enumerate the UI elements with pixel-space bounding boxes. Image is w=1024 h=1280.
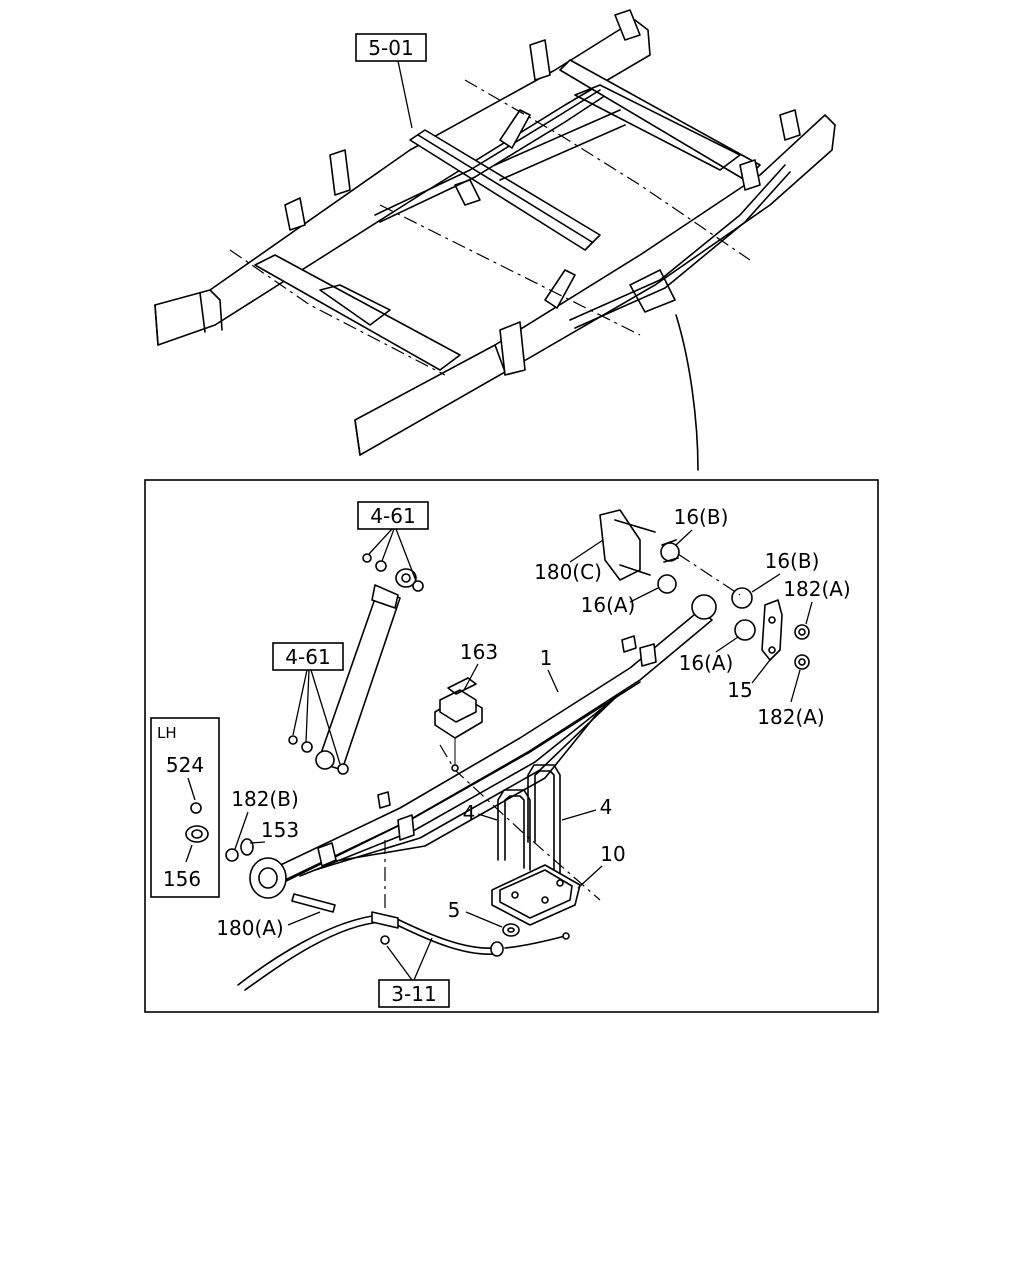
label-4-left: 4 — [463, 801, 476, 825]
brake-pipe — [237, 840, 570, 991]
lh-inset-title: LH — [157, 724, 177, 742]
bump-stopper — [434, 677, 483, 772]
label-16b-upper: 16(B) — [674, 505, 729, 529]
label-524: 524 — [166, 753, 204, 777]
label-10: 10 — [600, 842, 625, 866]
shock-absorber — [288, 553, 424, 775]
u-bolts — [497, 764, 561, 881]
callout-shock-lower: 4-61 — [272, 642, 344, 765]
label-16a-lower: 16(A) — [679, 651, 734, 675]
label-153: 153 — [261, 818, 299, 842]
callout-brake-ref: 3-11 — [378, 937, 450, 1008]
label-182a-upper: 182(A) — [783, 577, 850, 601]
detail-leader-arrow — [675, 314, 699, 471]
label-16b-lower: 16(B) — [765, 549, 820, 573]
detail-frame — [144, 479, 879, 1013]
label-5: 5 — [448, 898, 461, 922]
label-156: 156 — [163, 867, 201, 891]
label-180c: 180(C) — [534, 560, 602, 584]
callout-shock-upper: 4-61 — [357, 501, 429, 582]
callout-shock-lower-text: 4-61 — [285, 645, 330, 669]
label-182a-lower: 182(A) — [757, 705, 824, 729]
lh-inset: LH 524 156 — [150, 717, 220, 898]
spring-seat-plate — [491, 864, 581, 926]
chassis-frame-drawing — [154, 9, 836, 456]
part-labels: 1 163 16(B) 180(C) 16(B) 182(A) 16(A) 16… — [216, 505, 850, 940]
callout-frame-ref-text: 5-01 — [368, 36, 413, 60]
label-16a-upper: 16(A) — [581, 593, 636, 617]
callout-frame-ref: 5-01 — [355, 33, 427, 129]
callout-shock-upper-text: 4-61 — [370, 504, 415, 528]
callout-brake-ref-text: 3-11 — [391, 982, 436, 1006]
leaf-spring — [249, 594, 717, 901]
label-163: 163 — [460, 640, 498, 664]
nut-5 — [502, 923, 520, 937]
label-1: 1 — [540, 646, 553, 670]
label-180a: 180(A) — [216, 916, 283, 940]
shackle-assembly — [599, 509, 810, 670]
label-15: 15 — [727, 678, 752, 702]
label-182b: 182(B) — [231, 787, 299, 811]
label-4-right: 4 — [600, 795, 613, 819]
